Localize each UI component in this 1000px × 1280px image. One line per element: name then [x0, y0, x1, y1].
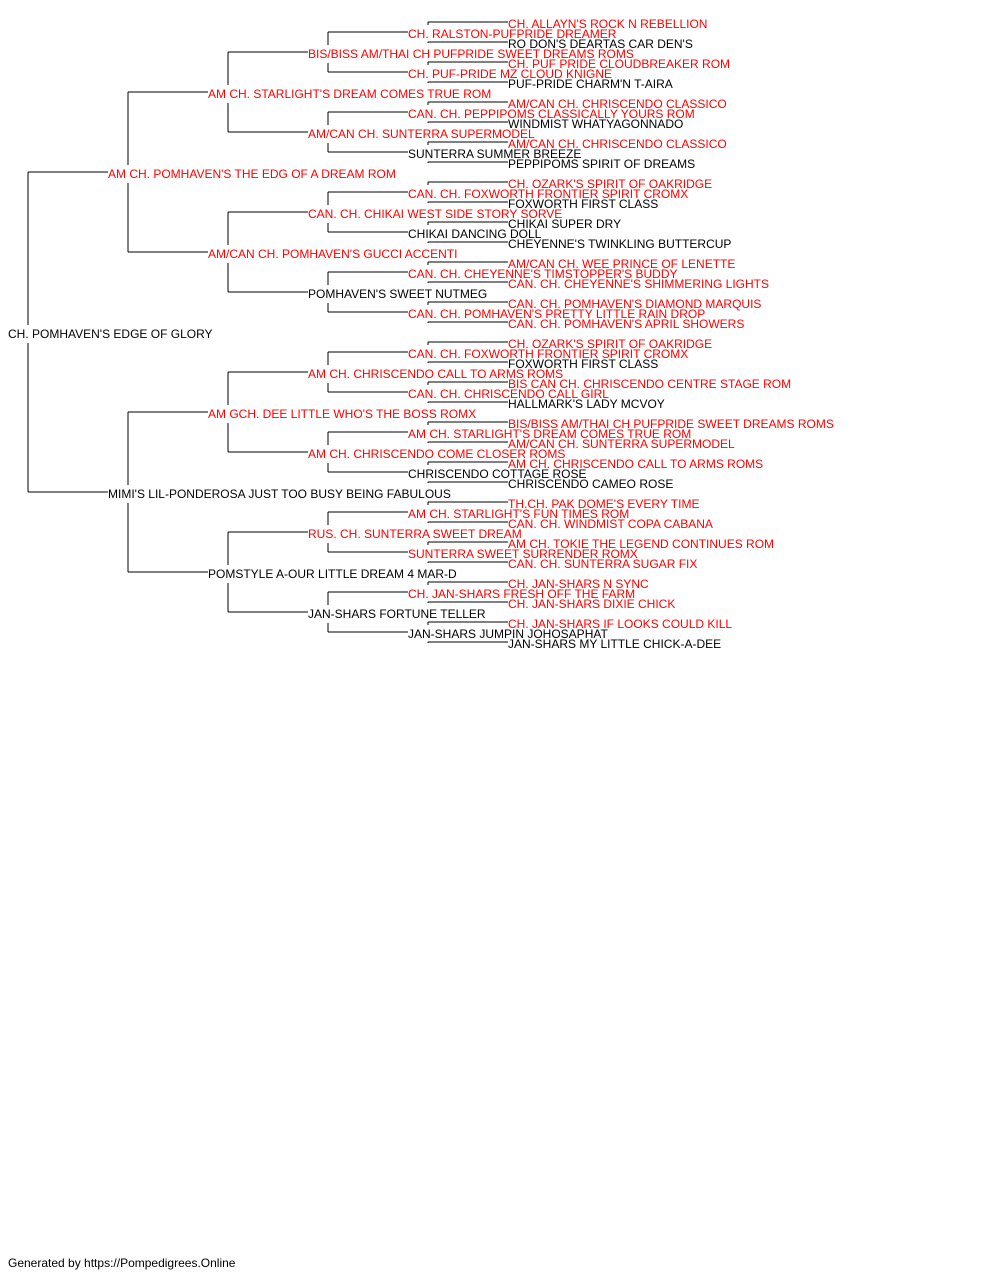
ancestor-name-gen5: BIS CAN CH. CHRISCENDO CENTRE STAGE ROM: [508, 377, 791, 391]
ancestor-name-gen5: AM/CAN CH. SUNTERRA SUPERMODEL: [508, 437, 735, 451]
ancestor-name-gen5: CH. OZARK'S SPIRIT OF OAKRIDGE: [508, 337, 712, 351]
ancestor-name-gen4: SUNTERRA SWEET SURRENDER ROMX: [408, 547, 638, 561]
ancestor-name-gen5: RO DON'S DEARTAS CAR DEN'S: [508, 37, 693, 51]
ancestor-name-gen4: CAN. CH. CHRISCENDO CALL GIRL: [408, 387, 609, 401]
ancestor-name-gen5: JAN-SHARS MY LITTLE CHICK-A-DEE: [508, 637, 721, 651]
ancestor-name-gen4: CAN. CH. POMHAVEN'S PRETTY LITTLE RAIN D…: [408, 307, 705, 321]
ancestor-name-gen3: POMHAVEN'S SWEET NUTMEG: [308, 287, 487, 301]
ancestor-name-gen5: CH. JAN-SHARS N SYNC: [508, 577, 649, 591]
ancestor-name-gen5: AM CH. TOKIE THE LEGEND CONTINUES ROM: [508, 537, 774, 551]
ancestor-name-gen4: CHIKAI DANCING DOLL: [408, 227, 542, 241]
ancestor-name-gen5: AM/CAN CH. WEE PRINCE OF LENETTE: [508, 257, 735, 271]
ancestor-name-gen5: AM/CAN CH. CHRISCENDO CLASSICO: [508, 97, 727, 111]
ancestor-name-gen5: FOXWORTH FIRST CLASS: [508, 357, 658, 371]
ancestor-name-gen3: AM CH. CHRISCENDO CALL TO ARMS ROMS: [308, 367, 563, 381]
ancestor-name-gen5: FOXWORTH FIRST CLASS: [508, 197, 658, 211]
ancestor-name-gen5: CAN. CH. CHEYENNE'S SHIMMERING LIGHTS: [508, 277, 769, 291]
ancestor-name-gen4: CAN. CH. CHEYENNE'S TIMSTOPPER'S BUDDY: [408, 267, 678, 281]
ancestor-name-gen5: CAN. CH. SUNTERRA SUGAR FIX: [508, 557, 697, 571]
ancestor-name-gen3: RUS. CH. SUNTERRA SWEET DREAM: [308, 527, 522, 541]
ancestor-name-gen2: AM GCH. DEE LITTLE WHO'S THE BOSS ROMX: [208, 407, 476, 421]
ancestor-name-gen5: CH. PUF PRIDE CLOUDBREAKER ROM: [508, 57, 730, 71]
ancestor-name-gen2: AM/CAN CH. POMHAVEN'S GUCCI ACCENTI: [208, 247, 457, 261]
ancestor-name-gen2: POMSTYLE A-OUR LITTLE DREAM 4 MAR-D: [208, 567, 457, 581]
ancestor-name-gen5: CHEYENNE'S TWINKLING BUTTERCUP: [508, 237, 731, 251]
ancestor-name-gen4: CAN. CH. FOXWORTH FRONTIER SPIRIT CROMX: [408, 347, 688, 361]
ancestor-name-gen5: PUF-PRIDE CHARM'N T-AIRA: [508, 77, 673, 91]
ancestor-name-gen1: AM CH. POMHAVEN'S THE EDG OF A DREAM ROM: [108, 167, 396, 181]
ancestor-name-gen3: AM CH. CHRISCENDO COME CLOSER ROMS: [308, 447, 565, 461]
ancestor-name-gen3: JAN-SHARS FORTUNE TELLER: [308, 607, 486, 621]
ancestor-name-gen4: CHRISCENDO COTTAGE ROSE: [408, 467, 586, 481]
ancestor-name-gen5: AM CH. CHRISCENDO CALL TO ARMS ROMS: [508, 457, 763, 471]
ancestor-name-gen3: AM/CAN CH. SUNTERRA SUPERMODEL: [308, 127, 535, 141]
ancestor-name-gen5: CAN. CH. POMHAVEN'S APRIL SHOWERS: [508, 317, 744, 331]
ancestor-name-gen5: CH. ALLAYN'S ROCK N REBELLION: [508, 17, 707, 31]
ancestor-name-gen4: AM CH. STARLIGHT'S FUN TIMES ROM: [408, 507, 629, 521]
ancestor-name-gen5: AM/CAN CH. CHRISCENDO CLASSICO: [508, 137, 727, 151]
ancestor-name-gen5: CAN. CH. POMHAVEN'S DIAMOND MARQUIS: [508, 297, 761, 311]
ancestor-name-gen4: CAN. CH. PEPPIPOMS CLASSICALLY YOURS ROM: [408, 107, 695, 121]
ancestor-name-gen5: CH. OZARK'S SPIRIT OF OAKRIDGE: [508, 177, 712, 191]
subject-name: CH. POMHAVEN'S EDGE OF GLORY: [8, 327, 213, 341]
ancestor-name-gen5: TH.CH. PAK DOME'S EVERY TIME: [508, 497, 699, 511]
ancestor-name-gen4: CAN. CH. FOXWORTH FRONTIER SPIRIT CROMX: [408, 187, 688, 201]
ancestor-name-gen5: CHIKAI SUPER DRY: [508, 217, 621, 231]
ancestor-name-gen4: CH. PUF-PRIDE MZ CLOUD KNIGNE: [408, 67, 612, 81]
ancestor-name-gen3: CAN. CH. CHIKAI WEST SIDE STORY SORVE: [308, 207, 562, 221]
ancestor-name-gen4: JAN-SHARS JUMPIN JOHOSAPHAT: [408, 627, 608, 641]
ancestor-name-gen5: HALLMARK'S LADY MCVOY: [508, 397, 665, 411]
ancestor-name-gen5: WINDMIST WHATYAGONNADO: [508, 117, 683, 131]
ancestor-name-gen4: CH. RALSTON-PUFPRIDE DREAMER: [408, 27, 617, 41]
ancestor-name-gen2: AM CH. STARLIGHT'S DREAM COMES TRUE ROM: [208, 87, 491, 101]
ancestor-name-gen4: AM CH. STARLIGHT'S DREAM COMES TRUE ROM: [408, 427, 691, 441]
ancestor-name-gen3: BIS/BISS AM/THAI CH PUFPRIDE SWEET DREAM…: [308, 47, 634, 61]
ancestor-name-gen5: CH. JAN-SHARS DIXIE CHICK: [508, 597, 675, 611]
ancestor-name-gen5: PEPPIPOMS SPIRIT OF DREAMS: [508, 157, 695, 171]
ancestor-name-gen5: BIS/BISS AM/THAI CH PUFPRIDE SWEET DREAM…: [508, 417, 834, 431]
ancestor-name-gen1: MIMI'S LIL-PONDEROSA JUST TOO BUSY BEING…: [108, 487, 451, 501]
ancestor-name-gen4: CH. JAN-SHARS FRESH OFF THE FARM: [408, 587, 635, 601]
footer-credit: Generated by https://Pompedigrees.Online: [8, 1256, 236, 1270]
ancestor-name-gen5: CH. JAN-SHARS IF LOOKS COULD KILL: [508, 617, 732, 631]
ancestor-name-gen5: CAN. CH. WINDMIST COPA CABANA: [508, 517, 713, 531]
ancestor-name-gen4: SUNTERRA SUMMER BREEZE: [408, 147, 581, 161]
ancestor-name-gen5: CHRISCENDO CAMEO ROSE: [508, 477, 673, 491]
